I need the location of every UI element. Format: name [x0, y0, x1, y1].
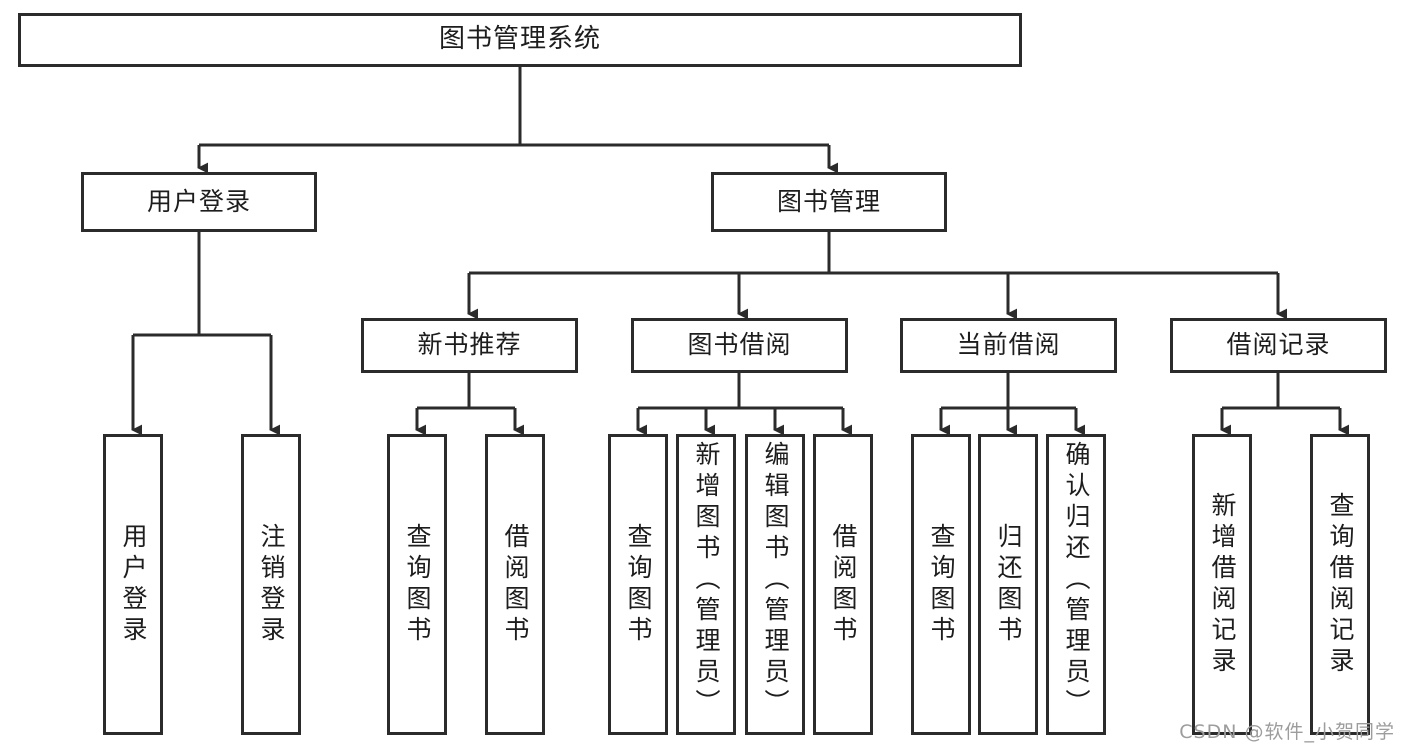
node-book-management[interactable]: 图书管理 [711, 172, 947, 232]
leaf-query-book-recommend[interactable]: 查询图书 [387, 434, 447, 735]
leaf-borrow-book-recommend[interactable]: 借阅图书 [485, 434, 545, 735]
leaf-query-book-current[interactable]: 查询图书 [911, 434, 971, 735]
node-new-book-recommend[interactable]: 新书推荐 [361, 318, 578, 373]
leaf-return-book[interactable]: 归还图书 [978, 434, 1038, 735]
leaf-user-login[interactable]: 用户登录 [103, 434, 163, 735]
node-book-borrow[interactable]: 图书借阅 [631, 318, 848, 373]
node-user-login[interactable]: 用户登录 [81, 172, 317, 232]
watermark-text: CSDN @软件_小贺同学 [1179, 721, 1395, 743]
node-borrow-record[interactable]: 借阅记录 [1170, 318, 1387, 373]
leaf-query-borrow-record[interactable]: 查询借阅记录 [1310, 434, 1370, 735]
leaf-add-book-admin[interactable]: 新增图书（管理员） [676, 434, 736, 735]
node-current-borrow[interactable]: 当前借阅 [900, 318, 1117, 373]
leaf-query-book-borrow[interactable]: 查询图书 [608, 434, 668, 735]
node-root-book-management-system[interactable]: 图书管理系统 [18, 13, 1022, 67]
leaf-edit-book-admin[interactable]: 编辑图书（管理员） [745, 434, 805, 735]
leaf-borrow-book[interactable]: 借阅图书 [813, 434, 873, 735]
leaf-add-borrow-record[interactable]: 新增借阅记录 [1192, 434, 1252, 735]
leaf-confirm-return-admin[interactable]: 确认归还（管理员） [1046, 434, 1106, 735]
leaf-logout-login[interactable]: 注销登录 [241, 434, 301, 735]
